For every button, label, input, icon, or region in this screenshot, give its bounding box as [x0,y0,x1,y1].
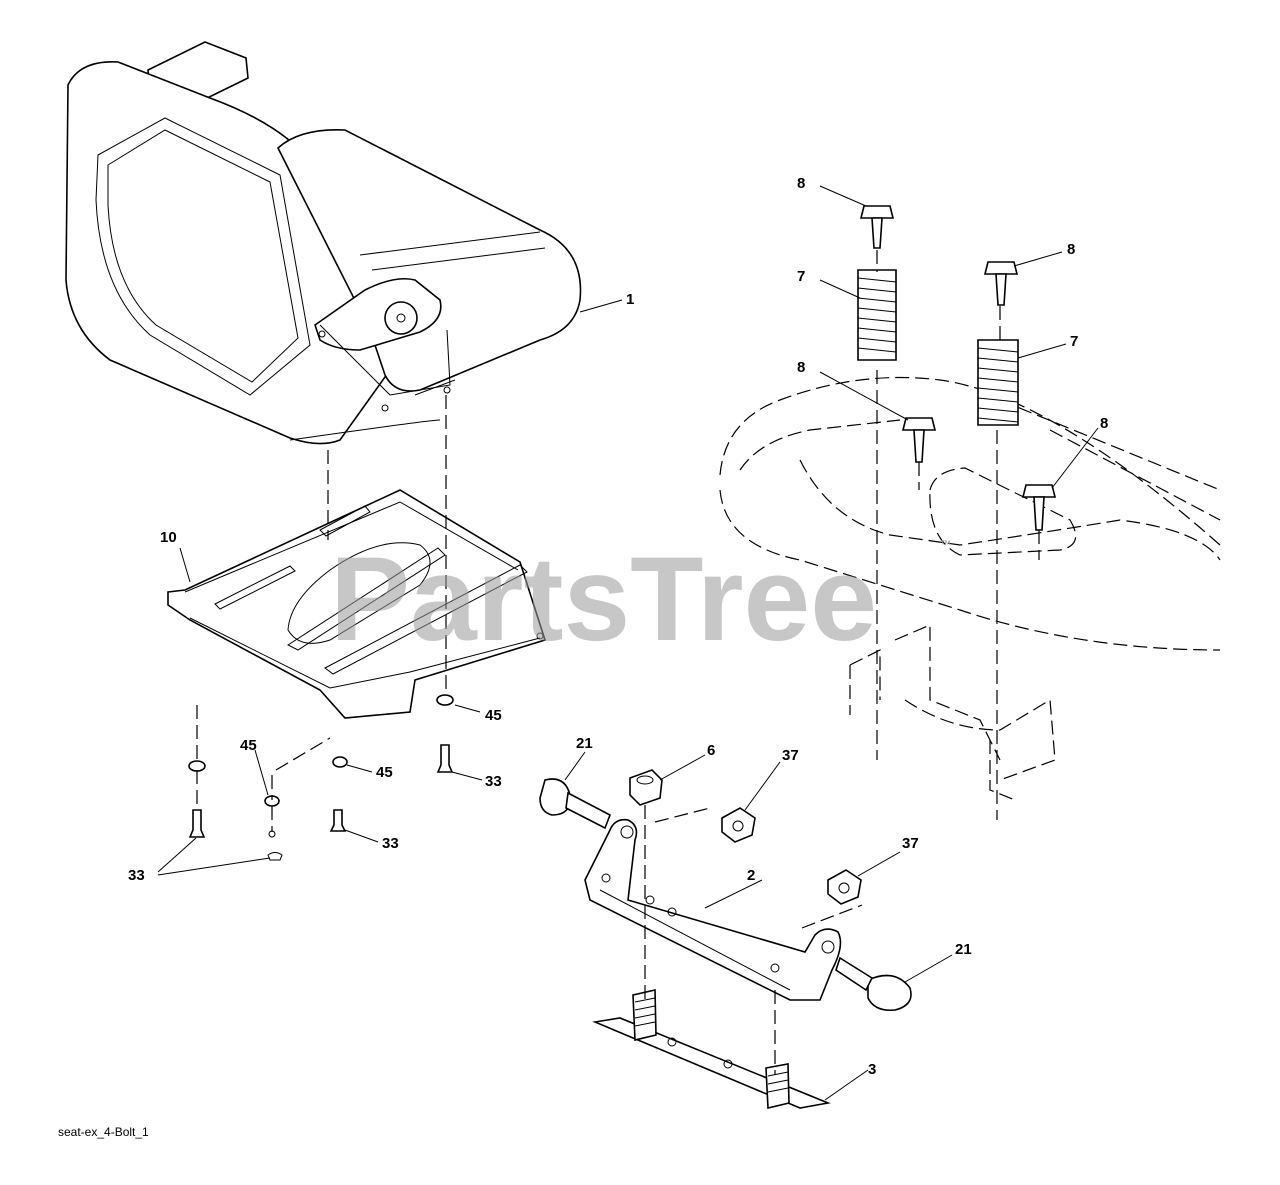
washer-45-small [332,756,348,768]
bolt-8-mid-left [901,417,937,463]
bolt-8-top-right [983,261,1019,306]
nut-6 [629,769,663,806]
callout-labels: 1 2 3 6 7 7 8 8 8 8 10 21 21 33 33 33 37… [128,175,1108,1078]
bolt-8-mid-right [1021,484,1057,531]
callout-screw-33-right: 33 [485,773,502,790]
callout-bolt-8-top-left: 8 [797,175,805,192]
watermark-text: PartsTree [330,532,877,666]
callout-bolt-8-top-right: 8 [1067,241,1075,258]
callout-washer-45-mid: 45 [376,764,393,781]
callout-mount-plate: 3 [868,1061,876,1078]
callout-seat-pan: 10 [160,529,177,546]
callout-bolt-8-mid-right: 8 [1100,415,1108,432]
washer-45-left [188,760,206,772]
callout-seat: 1 [626,291,634,308]
callout-bolt-21-right: 21 [955,941,972,958]
screw-33-right [436,744,454,773]
spring-right [977,339,1019,426]
mount-plate [592,989,831,1110]
bolt-21-right [835,956,912,1012]
nut-37-bottom [827,869,862,905]
callout-washer-45-left: 45 [240,737,257,754]
callout-nut-6: 6 [707,742,715,759]
screw-33-left [188,809,206,838]
callout-spring-right: 7 [1070,333,1078,350]
callout-bolt-21-left: 21 [576,735,593,752]
screw-33-mid [329,809,347,832]
callout-bolt-8-mid-left: 8 [797,359,805,376]
footer-label: seat-ex_4-Bolt_1 [58,1125,149,1139]
nut-37-top [721,807,756,843]
callout-nut-37-top: 37 [782,747,799,764]
seat-pan [167,489,547,719]
callout-nut-37-bottom: 37 [902,835,919,852]
callout-screw-33-left: 33 [128,867,145,884]
callout-pivot-bracket: 2 [747,867,755,884]
callout-screw-33-mid: 33 [382,835,399,852]
clip [267,852,283,861]
washer-45-right [436,694,454,706]
leader-lines [157,185,1099,1101]
watermark-trademark: ™ [940,539,951,551]
bolt-21-left [539,778,612,830]
pivot-bracket [584,818,842,1001]
fender-frame [719,376,1221,801]
seat-assembly [65,41,582,445]
spring-left [857,269,897,361]
bolt-8-top-left [859,205,895,249]
callout-spring-left: 7 [797,268,805,285]
callout-washer-45-right: 45 [485,707,502,724]
alignment-lines [196,250,1040,1075]
